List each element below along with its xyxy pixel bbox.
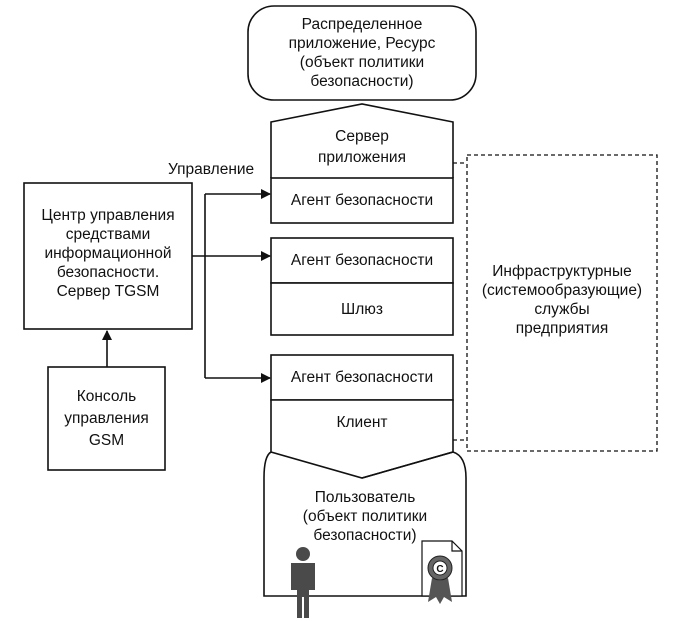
gateway-box	[270, 282, 454, 336]
infrastructure-line-3: службы	[534, 301, 590, 318]
resource-line-4: безопасности)	[310, 73, 414, 90]
control-center-line-5: Сервер TGSM	[56, 283, 160, 300]
gateway-label: Шлюз	[341, 301, 383, 318]
agent-2-label: Агент безопасности	[290, 252, 434, 269]
console-label: Консоль управления GSM	[48, 386, 165, 452]
infrastructure-line-1: Инфраструктурные	[492, 263, 632, 280]
management-label: Управление	[168, 161, 255, 178]
certificate-icon: C	[421, 540, 463, 604]
resource-line-1: Распределенное	[301, 16, 423, 33]
console-line-3: GSM	[88, 432, 125, 449]
agent-1-label: Агент безопасности	[290, 192, 434, 209]
user-line-2: (объект политики	[302, 508, 428, 525]
user-line-3: безопасности)	[313, 527, 417, 544]
infrastructure-label: Инфраструктурные (системообразующие) слу…	[467, 262, 657, 338]
infrastructure-line-4: предприятия	[515, 320, 609, 337]
resource-label: Распределенное приложение, Ресурс (объек…	[248, 15, 476, 91]
control-center-box	[23, 182, 193, 330]
control-center-line-3: информационной	[44, 245, 172, 262]
infrastructure-line-2: (системообразующие)	[481, 282, 643, 299]
app-server-shape	[270, 103, 454, 178]
person-icon	[291, 547, 315, 618]
resource-line-2: приложение, Ресурс	[288, 35, 436, 52]
resource-box	[247, 5, 477, 101]
app-server-line-2: приложения	[318, 149, 406, 166]
control-center-line-2: средствами	[65, 226, 151, 243]
agent-1-box	[270, 177, 454, 224]
control-center-label: Центр управления средствами информационн…	[24, 206, 192, 301]
agent-2-box	[270, 237, 454, 284]
app-server-line-1: Сервер	[335, 128, 389, 145]
client-label: Клиент	[336, 414, 388, 431]
infrastructure-box	[466, 154, 658, 452]
resource-line-3: (объект политики	[299, 54, 425, 71]
client-shape	[270, 399, 454, 479]
svg-text:C: C	[436, 564, 443, 575]
user-line-1: Пользователь	[314, 489, 416, 506]
user-box	[263, 451, 467, 597]
agent-3-label: Агент безопасности	[290, 369, 434, 386]
control-center-line-4: безопасности.	[56, 264, 160, 281]
control-center-line-1: Центр управления	[41, 207, 175, 224]
console-line-2: управления	[64, 410, 149, 427]
user-label: Пользователь (объект политики безопаснос…	[264, 488, 466, 545]
console-box	[47, 366, 166, 471]
app-server-label: Сервер приложения	[271, 126, 453, 168]
console-line-1: Консоль	[76, 388, 137, 405]
